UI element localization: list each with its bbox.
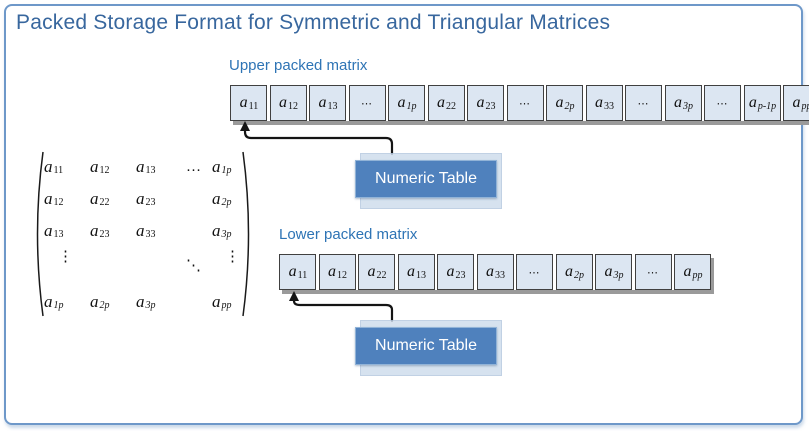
right-paren-icon xyxy=(242,151,250,317)
matrix-entry xyxy=(176,283,210,321)
matrix-entry xyxy=(176,215,210,247)
packed-cell: ⋯ xyxy=(625,85,662,121)
packed-cell: ⋯ xyxy=(634,254,672,290)
matrix-entry: ⋱ xyxy=(186,257,202,274)
matrix-entry: … xyxy=(186,158,202,175)
packed-cell: ⋯ xyxy=(704,85,741,121)
left-paren-icon xyxy=(36,151,44,317)
matrix-entry: ⋮ xyxy=(58,249,74,265)
upper-numeric-table-callout: Numeric Table xyxy=(355,160,497,198)
lower-numeric-table-callout: Numeric Table xyxy=(355,327,497,365)
packed-cell: app xyxy=(783,85,809,121)
upper-arrow xyxy=(240,121,394,156)
packed-cell: ⋯ xyxy=(506,85,544,121)
page-title: Packed Storage Format for Symmetric and … xyxy=(16,11,611,34)
diagram-frame: Packed Storage Format for Symmetric and … xyxy=(4,4,809,425)
lower-packed-label: Lower packed matrix xyxy=(279,226,418,243)
matrix-entry xyxy=(134,247,176,283)
matrix-entry xyxy=(176,183,210,215)
matrix-entry xyxy=(88,247,134,283)
lower-arrow xyxy=(289,291,394,323)
packed-cell: ⋯ xyxy=(516,254,553,290)
packed-cell: ⋯ xyxy=(348,85,386,121)
matrix-entry: ⋮ xyxy=(225,249,241,265)
upper-packed-label: Upper packed matrix xyxy=(229,57,368,74)
